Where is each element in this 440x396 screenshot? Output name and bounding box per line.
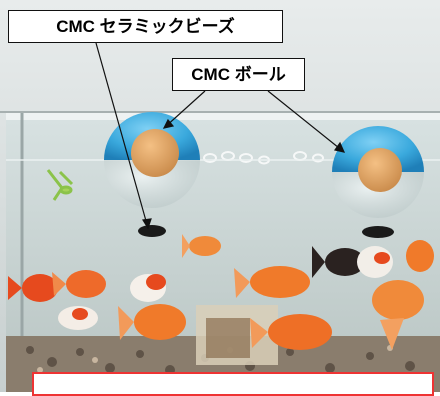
caption-frame [32, 372, 434, 396]
cmc-ball-right [332, 126, 424, 238]
goldfish-group [8, 234, 434, 350]
plant [46, 169, 74, 201]
cmc-ceramic-beads-label: CMC セラミックビーズ [8, 10, 283, 43]
cmc-ball-left [104, 112, 200, 237]
cmc-ball-label: CMC ボール [172, 58, 305, 91]
pointer-lines [95, 42, 346, 230]
